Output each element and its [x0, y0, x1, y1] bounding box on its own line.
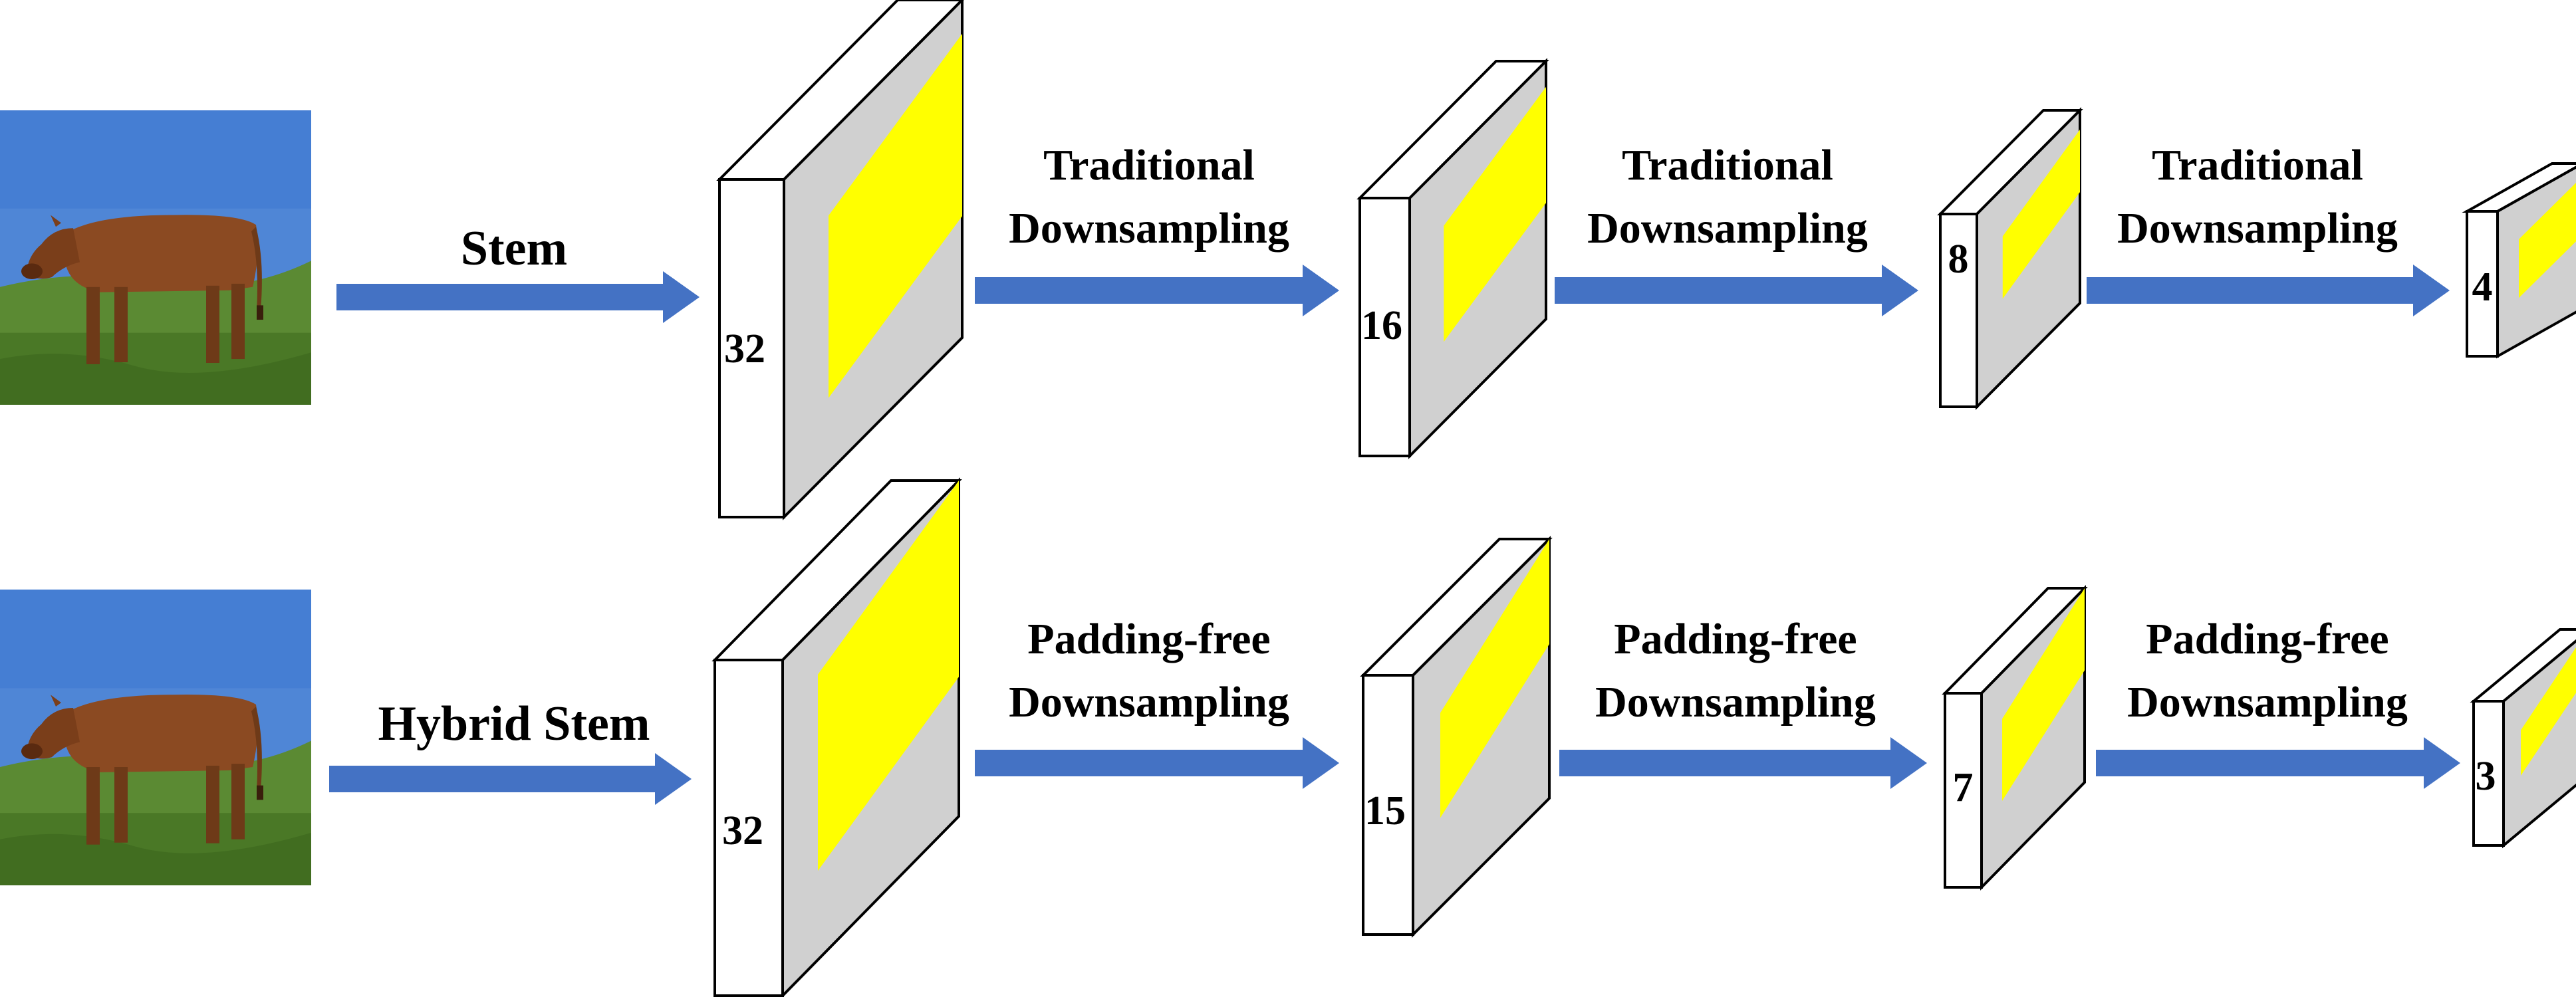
downsampling-label-line1: Padding-free: [1614, 615, 1857, 663]
feature-map-front-face: [1358, 197, 1411, 457]
downsampling-label-line1: Traditional: [1622, 141, 1833, 189]
feature-map-block-0: [716, 0, 964, 520]
receptive-field-region: [1444, 86, 1546, 342]
receptive-field-region: [2002, 130, 2080, 299]
feature-map-block-1: [1360, 536, 1553, 938]
input-cow-image: [0, 590, 311, 885]
feature-map-size-label: 4: [2472, 265, 2493, 310]
feature-map-front-face: [2466, 210, 2499, 358]
stem-arrow: [329, 753, 692, 805]
receptive-field-region: [2519, 182, 2576, 298]
downsampling-label-line2: Downsampling: [2127, 678, 2408, 726]
downsampling-label-line2: Downsampling: [1009, 678, 1289, 726]
receptive-field-region: [2521, 647, 2576, 776]
feature-map-front-face: [1939, 213, 1978, 408]
downsampling-arrow: [1559, 737, 1927, 789]
downsampling-label-line1: Traditional: [2152, 141, 2363, 189]
receptive-field-region: [2002, 588, 2085, 801]
feature-map-block-2: [1942, 585, 2088, 891]
receptive-field-region: [818, 481, 959, 871]
receptive-field-region: [829, 33, 962, 398]
feature-map-front-face: [1944, 692, 1983, 889]
feature-map-front-face: [713, 659, 784, 997]
feature-map-front-face: [1362, 674, 1414, 936]
feature-map-block-0: [711, 477, 962, 997]
feature-map-size-label: 15: [1364, 788, 1406, 833]
downsampling-arrow: [975, 737, 1339, 789]
feature-map-size-label: 7: [1953, 765, 1974, 810]
feature-map-block-3: [2462, 162, 2576, 359]
feature-map-front-face: [718, 178, 785, 518]
downsampling-label-line2: Downsampling: [2117, 204, 2398, 253]
downsampling-label-line1: Padding-free: [1027, 615, 1270, 663]
feature-map-block-2: [1937, 107, 2083, 410]
feature-map-size-label: 8: [1948, 237, 1969, 282]
downsampling-label-line1: Padding-free: [2146, 615, 2388, 663]
downsampling-arrow: [975, 265, 1339, 316]
feature-map-size-label: 3: [2476, 754, 2496, 799]
feature-map-size-label: 16: [1361, 303, 1402, 348]
downsampling-arrow: [1555, 265, 1918, 316]
receptive-field-region: [1440, 539, 1549, 818]
downsampling-label-line1: Traditional: [1043, 141, 1255, 189]
downsampling-label-line2: Downsampling: [1595, 678, 1876, 726]
feature-map-size-label: 32: [722, 808, 763, 853]
stem-label: Hybrid Stem: [378, 697, 650, 751]
downsampling-label-line2: Downsampling: [1587, 204, 1868, 253]
downsampling-arrow: [2096, 737, 2460, 789]
stem-label: Stem: [461, 221, 567, 276]
downsampling-arrow: [2087, 265, 2450, 316]
downsampling-label-line2: Downsampling: [1009, 204, 1289, 253]
feature-map-block-1: [1356, 58, 1549, 459]
feature-map-front-face: [2472, 700, 2505, 847]
padding-free-row: Hybrid Stem 32 15 7 3 Padding-freeDownsamplin…: [0, 477, 2576, 997]
feature-map-block-3: [2470, 628, 2576, 849]
feature-map-size-label: 32: [724, 326, 765, 372]
input-cow-image: [0, 110, 311, 405]
stem-arrow: [336, 271, 700, 323]
